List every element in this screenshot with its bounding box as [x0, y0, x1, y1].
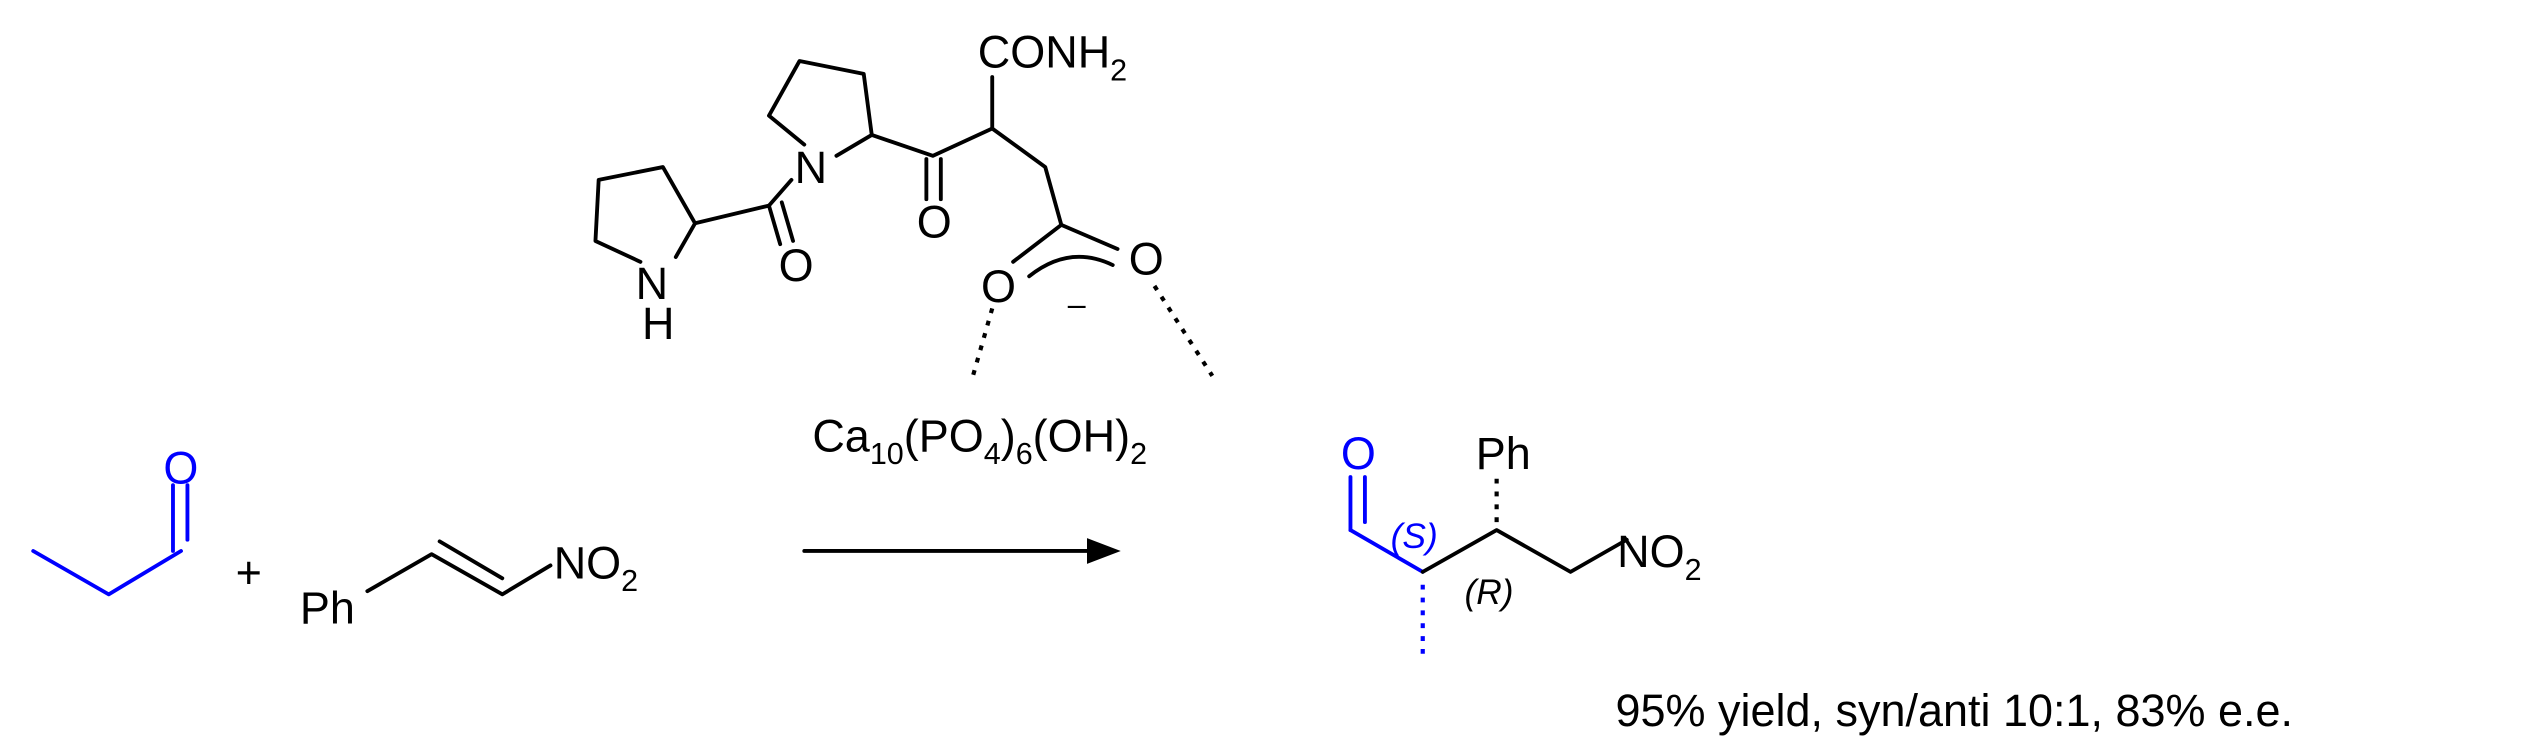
hydroxyapatite-support: Ca10(PO4)6(OH)2 [812, 410, 1147, 471]
carboxylate-oxygen-2: O [1129, 234, 1164, 285]
product-nitro: NO2 [1617, 526, 1701, 587]
delocalized-arc [1027, 254, 1115, 279]
stereo-label-r: (R) [1465, 573, 1514, 612]
ring2-nitrogen: N [795, 142, 827, 193]
product-blue-bond [1348, 528, 1425, 574]
nitrostyrene-chain [365, 552, 553, 597]
amide-oxygen-1: O [779, 240, 814, 291]
amide-co-bond-2 [779, 200, 795, 243]
carboxamide-group: CONH2 [978, 26, 1127, 87]
carboxylate-bond [1011, 222, 1064, 264]
arrow-head [1087, 538, 1121, 564]
catalyst-structure: N H O N CONH2 O O O – Ca10(PO4)6(OH)2 [593, 26, 1215, 471]
carboxylate-bond-2 [1059, 222, 1120, 251]
hashed-bond-2 [1152, 284, 1215, 378]
amide-co-bond [767, 203, 783, 247]
ring1-nitrogen: N [636, 258, 668, 309]
hashed-bond-1 [970, 307, 995, 377]
phenyl-label: Ph [300, 582, 355, 633]
product-oxygen: O [1341, 428, 1376, 479]
bond [767, 177, 794, 208]
reaction-arrow [802, 538, 1121, 564]
propanal: O [31, 443, 198, 597]
negative-charge: – [1068, 286, 1086, 322]
amide-oxygen-2: O [917, 197, 952, 248]
plus-sign: + [236, 547, 262, 598]
result-summary: 95% yield, syn/anti 10:1, 83% e.e. [1616, 685, 2293, 736]
carboxylate-oxygen-1: O [981, 261, 1016, 312]
ring1-hydrogen: H [642, 298, 674, 349]
product-phenyl: Ph [1476, 428, 1531, 479]
propanal-chain [31, 549, 183, 597]
nitrostyrene-double-bond [437, 539, 505, 581]
backbone [869, 126, 1064, 227]
pyrrolidine-ring-1 [593, 165, 697, 264]
propanal-oxygen: O [163, 443, 198, 494]
product: O Ph NO2 (S) (R) [1341, 428, 1702, 659]
pyrrolidine-ring-2 [767, 59, 874, 158]
nitro-group: NO2 [554, 537, 638, 598]
product-chain [1420, 528, 1629, 574]
bond [693, 203, 771, 226]
nitrostyrene: Ph NO2 [300, 537, 638, 633]
stereo-label-s: (S) [1391, 517, 1438, 556]
